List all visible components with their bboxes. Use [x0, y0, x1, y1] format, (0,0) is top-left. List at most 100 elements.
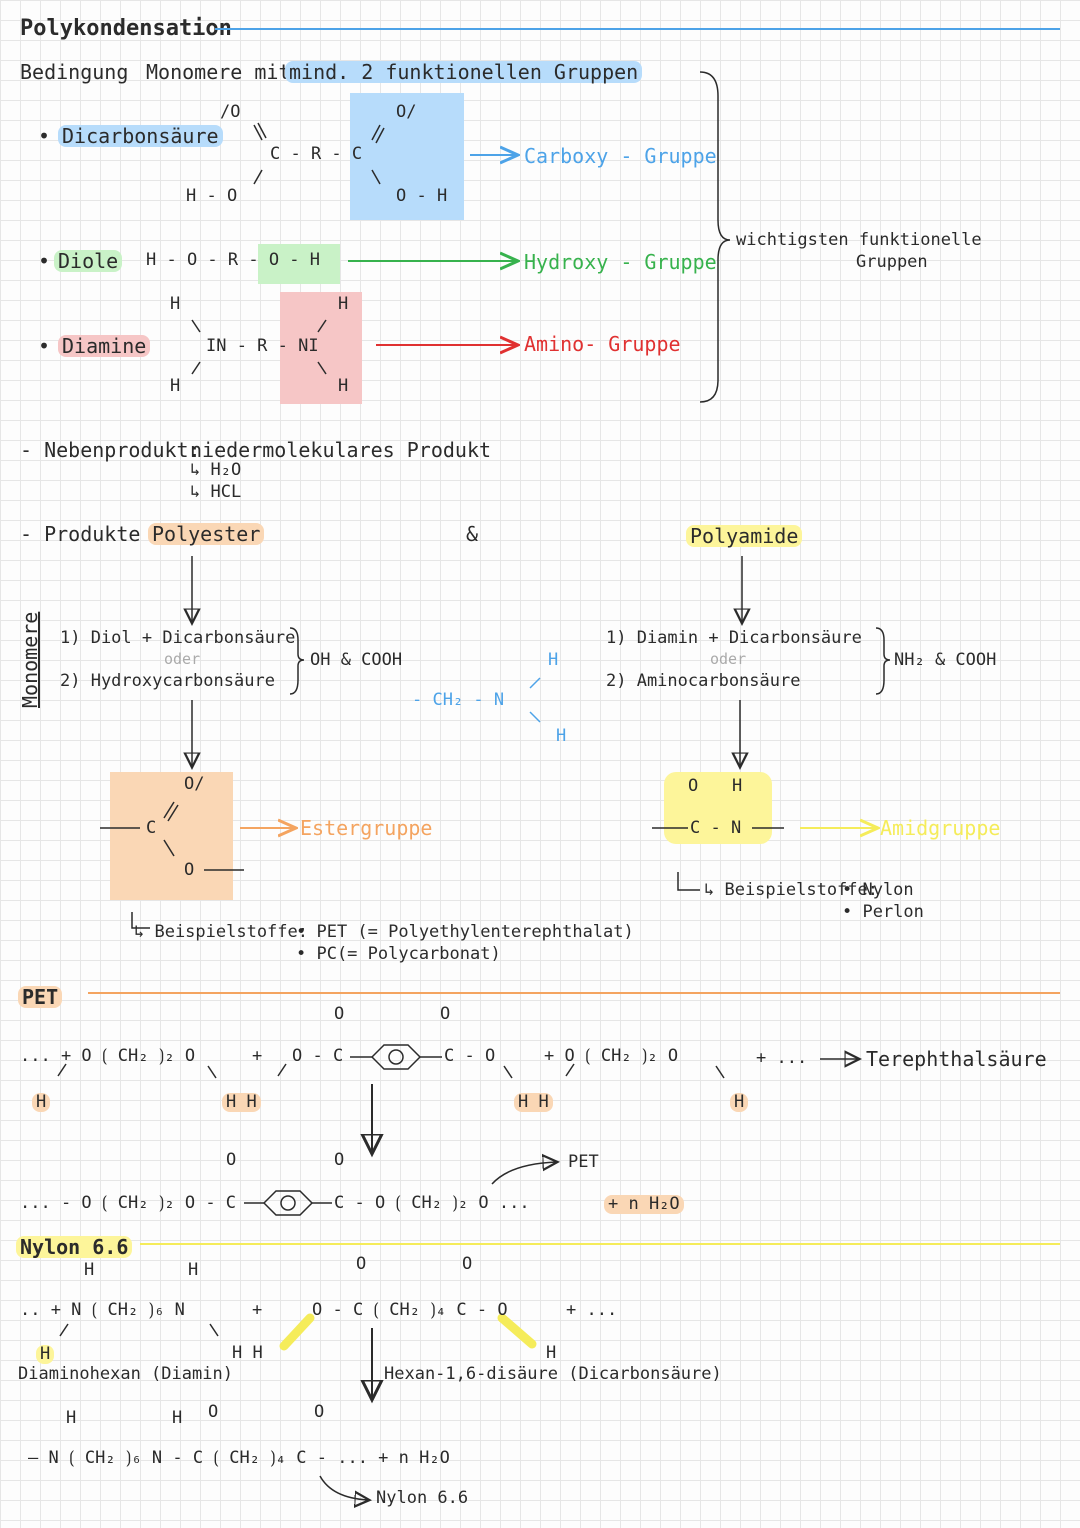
pet-terephthal-right: C - O	[444, 1046, 496, 1066]
nylon-acid: O - C ⟮ CH₂ ⟯₄ C - O	[312, 1300, 508, 1320]
nylon-acid-o: O	[462, 1254, 473, 1274]
products-label: - Produkte :	[20, 522, 165, 546]
amidgruppe-label: Amidgruppe	[880, 816, 1001, 840]
pet-product-label: PET	[568, 1152, 599, 1172]
pet-product-right: C - O ⟮ CH₂ ⟯₂ O ...	[334, 1193, 530, 1213]
brace-note-line1: wichtigsten funktionelle	[736, 230, 982, 250]
byproduct-text: niedermolekulares Produkt	[190, 438, 492, 462]
pet-h-left: H	[32, 1093, 51, 1112]
pet-h-right: H	[730, 1093, 749, 1112]
nylon-product-o: O	[314, 1402, 325, 1422]
pet-o-top: O	[440, 1004, 451, 1024]
monomere-side-label: Monomere	[18, 611, 42, 708]
pet-product-o: O	[334, 1150, 345, 1170]
nylon-product: — N ⟮ CH₂ ⟯₆ N - C ⟮ CH₂ ⟯₄ C - ... + n …	[28, 1448, 450, 1468]
polyamide-example-perlon: • Perlon	[842, 902, 924, 922]
bullet-icon: •	[38, 249, 51, 273]
ester-o-bottom: O	[184, 860, 195, 880]
polyester-line2: 2) Hydroxycarbonsäure	[60, 671, 275, 691]
polyester-label: Polyester	[148, 523, 265, 545]
diamine-name-label: Diaminohexan (Diamin)	[18, 1364, 233, 1384]
polyester-line1: 1) Diol + Dicarbonsäure	[60, 628, 296, 648]
dicarbon-top-o: /O	[220, 102, 241, 122]
dicarbon-ho: H - O	[186, 186, 238, 206]
dicarbonsaeure-label: Dicarbonsäure	[58, 125, 223, 147]
polyamide-groups: NH₂ & COOH	[894, 650, 997, 670]
amide-core: C - N	[690, 818, 742, 838]
pet-section-title: PET	[18, 986, 63, 1008]
amine-h: H	[338, 294, 349, 314]
diole-label: Diole	[54, 250, 123, 272]
polyamide-line2: 2) Aminocarbonsäure	[606, 671, 801, 691]
bullet-icon: •	[38, 124, 51, 148]
products-amp: &	[466, 522, 479, 546]
pet-terephthal-left: O - C	[292, 1046, 344, 1066]
dicarbon-o2: O/	[396, 102, 417, 122]
hydroxy-highlight-box	[258, 244, 340, 284]
polyester-groups: OH & COOH	[310, 650, 403, 670]
brace-note-line2: Gruppen	[856, 252, 928, 272]
estergruppe-label: Estergruppe	[300, 816, 433, 840]
pet-product-o: O	[226, 1150, 237, 1170]
diol-formula: H - O - R - O - H	[146, 250, 320, 270]
pet-reactant-left: ... + O ⟮ CH₂ ⟯₂ O	[20, 1046, 196, 1066]
amide-h: H	[732, 776, 743, 796]
amide-highlight-box	[664, 772, 772, 844]
side-amine-h: H	[556, 726, 567, 746]
byproduct-h2o: ↳ H₂O	[190, 460, 242, 480]
amino-highlight-box	[280, 292, 362, 404]
title-rule	[215, 28, 1060, 30]
pet-hh-right: H H	[514, 1093, 553, 1112]
amine-h: H	[338, 376, 349, 396]
polyester-example-pet: • PET (= Polyethylenterephthalat)	[296, 922, 634, 942]
ester-c: C	[146, 818, 157, 838]
bullet-icon: •	[38, 334, 51, 358]
pet-water: + n H₂O	[604, 1195, 684, 1214]
pet-plus: +	[252, 1046, 263, 1066]
nylon-h-right: H	[546, 1343, 557, 1363]
pet-o-top: O	[334, 1004, 345, 1024]
side-amine-formula: - CH₂ - N	[412, 690, 505, 710]
carboxy-highlight-box	[350, 93, 464, 220]
nylon-product-h: H	[172, 1408, 183, 1428]
amide-o: O	[688, 776, 699, 796]
condition-label: Bedingung	[20, 60, 129, 84]
nylon-product-h: H	[66, 1408, 77, 1428]
polyester-example-label: ↳ Beispielstoffe:	[134, 922, 308, 942]
condition-highlight: mind. 2 funktionellen Gruppen	[285, 61, 643, 83]
dicarbon-oh: O - H	[396, 186, 448, 206]
pet-hh-left: H H	[222, 1093, 261, 1112]
amino-group-label: Amino- Gruppe	[524, 332, 681, 356]
nylon-product-o: O	[208, 1402, 219, 1422]
polyamide-example-nylon: • Nylon	[842, 880, 914, 900]
polyamide-oder: oder	[710, 650, 747, 668]
hydroxy-group-label: Hydroxy - Gruppe	[524, 250, 717, 274]
ester-o-top: O/	[184, 774, 205, 794]
dicarbon-chain: C - R - C	[270, 144, 363, 164]
polyamide-label: Polyamide	[686, 525, 803, 547]
nylon-plus: +	[252, 1300, 263, 1320]
amine-h: H	[170, 376, 181, 396]
ester-highlight-box	[110, 772, 233, 900]
carboxy-group-label: Carboxy - Gruppe	[524, 144, 717, 168]
nylon-diamine: .. + N ⟮ CH₂ ⟯₆ N	[20, 1300, 185, 1320]
page-title: Polykondensation	[20, 16, 232, 41]
diamin-chain: IN - R - NI	[206, 336, 319, 356]
pet-plus-more: + ...	[756, 1048, 808, 1068]
nylon-product-label: Nylon 6.6	[376, 1488, 469, 1508]
amine-h: H	[170, 294, 181, 314]
condition-text: Monomere mit	[146, 60, 291, 84]
byproduct-label: - Nebenprodukt:	[20, 438, 201, 462]
nylon-section-title: Nylon 6.6	[16, 1236, 133, 1258]
acid-name-label: Hexan-1,6-disäure (Dicarbonsäure)	[384, 1364, 722, 1384]
polyamide-line1: 1) Diamin + Dicarbonsäure	[606, 628, 862, 648]
nylon-h: H	[84, 1260, 95, 1280]
nylon-h: H	[188, 1260, 199, 1280]
byproduct-hcl: ↳ HCL	[190, 482, 242, 502]
nylon-acid-o: O	[356, 1254, 367, 1274]
diamine-label: Diamine	[58, 335, 151, 357]
pet-product: ... - O ⟮ CH₂ ⟯₂ O - C	[20, 1193, 237, 1213]
polyester-oder: oder	[164, 650, 201, 668]
terephthalsaeure-label: Terephthalsäure	[866, 1047, 1047, 1071]
